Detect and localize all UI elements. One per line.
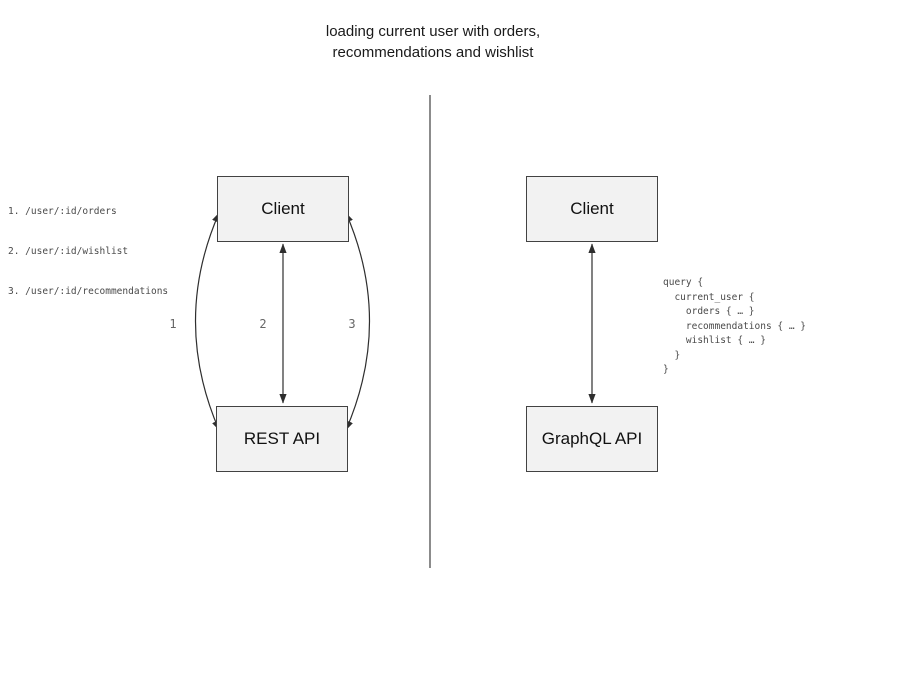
rest-endpoint-orders: 1. /user/:id/orders (8, 205, 117, 217)
diagram-title-line1: loading current user with orders, (325, 23, 541, 40)
rest-endpoint-recommendations: 3. /user/:id/recommendations (8, 286, 169, 298)
rest-api-box: REST API (216, 406, 348, 472)
rest-arrow-1-orders (194, 212, 220, 431)
diagram-title-line2: recommendations and wishlist (332, 44, 534, 61)
graphql-client-box: Client (526, 176, 658, 242)
rest-api-label: REST API (243, 429, 321, 448)
rest-arrow-label-2: 2 (259, 317, 267, 331)
rest-endpoint-list: 1. /user/:id/orders 2. /user/:id/wishlis… (8, 178, 168, 312)
rest-client-box: Client (217, 176, 349, 242)
rest-endpoint-wishlist: 2. /user/:id/wishlist (8, 246, 129, 258)
diagram-title: loading current user with orders, recomm… (0, 21, 866, 63)
graphql-api-label: GraphQL API (541, 429, 643, 448)
rest-client-label: Client (261, 199, 305, 218)
graphql-query-snippet: query { current_user { orders { … } reco… (663, 277, 806, 375)
rest-arrow-label-3: 3 (348, 317, 356, 331)
rest-arrow-label-1: 1 (169, 317, 177, 331)
graphql-client-label: Client (570, 199, 614, 218)
graphql-api-box: GraphQL API (526, 406, 658, 472)
